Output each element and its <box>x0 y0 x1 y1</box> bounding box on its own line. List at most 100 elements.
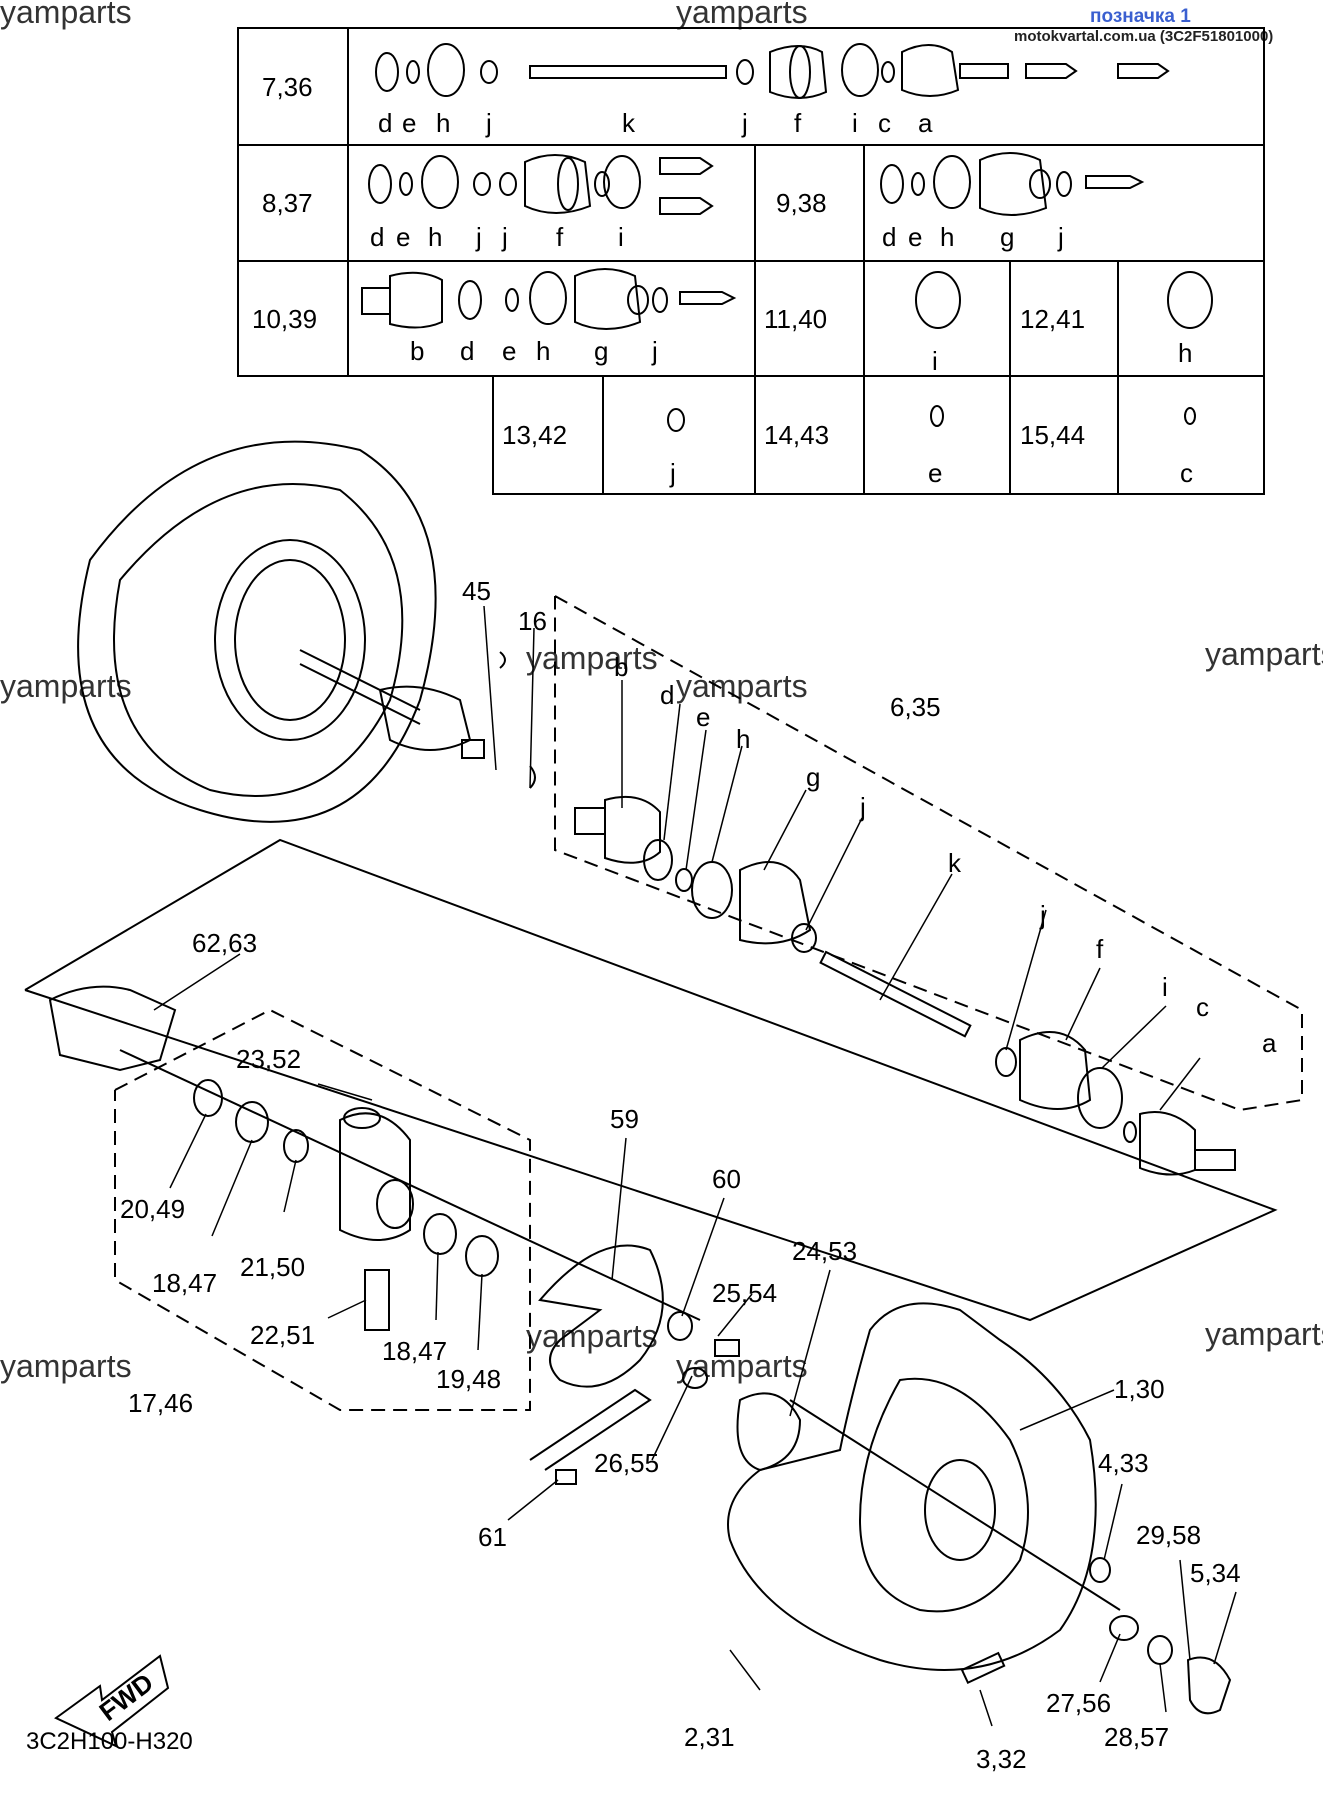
watermark-top-left: yamparts <box>0 0 132 30</box>
ref-row1: 7,36 <box>262 72 313 102</box>
knuckle-box <box>114 1008 531 1411</box>
row3b-letter: i <box>932 346 938 376</box>
callout: 20,49 <box>120 1194 185 1224</box>
row1-letter: c <box>878 108 891 138</box>
callout: 45 <box>462 576 491 606</box>
callout: 4,33 <box>1098 1448 1149 1478</box>
row3-letter: b <box>410 336 424 366</box>
site-note: motokvartal.com.ua (3C2F51801000) <box>1014 28 1274 45</box>
callout: 21,50 <box>240 1252 305 1282</box>
diagram-code: 3C2H100-H320 <box>26 1728 193 1755</box>
row4c-letter: c <box>1180 458 1193 488</box>
ref-row4b: 14,43 <box>764 420 829 450</box>
row2b-letter: e <box>908 222 922 252</box>
row1-letter: h <box>436 108 450 138</box>
row2-letter: i <box>618 222 624 252</box>
callouts: 45 16 6,35 b d e h g j k j f i c a 62,63… <box>120 576 1277 1774</box>
callout: 29,58 <box>1136 1520 1201 1550</box>
callout: 23,52 <box>236 1044 301 1074</box>
brake-disc <box>529 1244 802 1485</box>
callout: 25,54 <box>712 1278 777 1308</box>
watermark-mid-right: yamparts <box>1205 636 1323 672</box>
ref-row3c: 12,41 <box>1020 304 1085 334</box>
watermark-low-right: yamparts <box>1205 1316 1323 1352</box>
callout: 28,57 <box>1104 1722 1169 1752</box>
parts-table <box>237 27 1265 495</box>
row3-letter: j <box>651 336 658 366</box>
callout: 19,48 <box>436 1364 501 1394</box>
callout: 22,51 <box>250 1320 315 1350</box>
front-wheel <box>727 1302 1232 1715</box>
callout: 26,55 <box>594 1448 659 1478</box>
watermark-mid-center-a: yamparts <box>526 640 658 676</box>
row3-letter: g <box>594 336 608 366</box>
callout: d <box>660 680 674 710</box>
callout: j <box>859 792 866 822</box>
row4-parts <box>667 405 1196 432</box>
callout: 24,53 <box>792 1236 857 1266</box>
ref-row3: 10,39 <box>252 304 317 334</box>
row1-parts <box>375 43 1170 99</box>
row2b-letter: d <box>882 222 896 252</box>
row2-letter: h <box>428 222 442 252</box>
fwd-arrow <box>54 1654 170 1748</box>
top-link[interactable]: позначка 1 <box>1090 6 1191 27</box>
callout: 3,32 <box>976 1744 1027 1774</box>
callout: g <box>806 762 820 792</box>
row1-letter: i <box>852 108 858 138</box>
table-letters: d e h j k j f i c a d e h j j f i d e h … <box>370 108 1193 488</box>
row1-letter: j <box>485 108 492 138</box>
callout: i <box>1162 972 1168 1002</box>
callout: f <box>1096 934 1104 964</box>
row3-parts <box>361 268 1213 330</box>
watermark-mid-center-b: yamparts <box>676 668 808 704</box>
driveshaft-parts <box>499 651 1236 1176</box>
row1-letter: a <box>918 108 933 138</box>
row1-letter: d <box>378 108 392 138</box>
table-refs: 7,36 8,37 9,38 10,39 11,40 12,41 13,42 1… <box>252 72 1085 450</box>
callout: 6,35 <box>890 692 941 722</box>
driveshaft-box <box>554 595 1303 1112</box>
row3-letter: h <box>536 336 550 366</box>
ref-row2b: 9,38 <box>776 188 827 218</box>
row1-letter: e <box>402 108 416 138</box>
watermark-low-center-b: yamparts <box>676 1348 808 1384</box>
callout: 16 <box>518 606 547 636</box>
row4a-letter: j <box>669 458 676 488</box>
leader-lines <box>153 605 1237 1727</box>
callout: j <box>1039 900 1046 930</box>
hub-outline <box>24 838 1278 1322</box>
row2-letter: d <box>370 222 384 252</box>
callout: b <box>614 652 628 682</box>
callout: 1,30 <box>1114 1374 1165 1404</box>
callout: 18,47 <box>152 1268 217 1298</box>
ref-row4c: 15,44 <box>1020 420 1085 450</box>
callout: h <box>736 724 750 754</box>
row2b-letter: h <box>940 222 954 252</box>
row2b-letter: j <box>1057 222 1064 252</box>
row3-letter: e <box>502 336 516 366</box>
row3c-letter: h <box>1178 338 1192 368</box>
callout: 17,46 <box>128 1388 193 1418</box>
callout: 60 <box>712 1164 741 1194</box>
callout: k <box>948 848 962 878</box>
row2-letter: f <box>556 222 564 252</box>
row2-letter: e <box>396 222 410 252</box>
row4b-letter: e <box>928 458 942 488</box>
watermark-mid-left: yamparts <box>0 668 132 704</box>
callout: 61 <box>478 1522 507 1552</box>
row3-letter: d <box>460 336 474 366</box>
callout: 5,34 <box>1190 1558 1241 1588</box>
row1-letter: k <box>622 108 636 138</box>
rear-wheel-assembly <box>77 440 485 823</box>
watermark-low-left: yamparts <box>0 1348 132 1384</box>
row2-letter: j <box>475 222 482 252</box>
watermark-low-center-a: yamparts <box>526 1318 658 1354</box>
watermark-top-center: yamparts <box>676 0 808 30</box>
row2-parts <box>368 152 1145 216</box>
callout: e <box>696 702 710 732</box>
callout: 18,47 <box>382 1336 447 1366</box>
row1-letter: j <box>741 108 748 138</box>
callout: 62,63 <box>192 928 257 958</box>
